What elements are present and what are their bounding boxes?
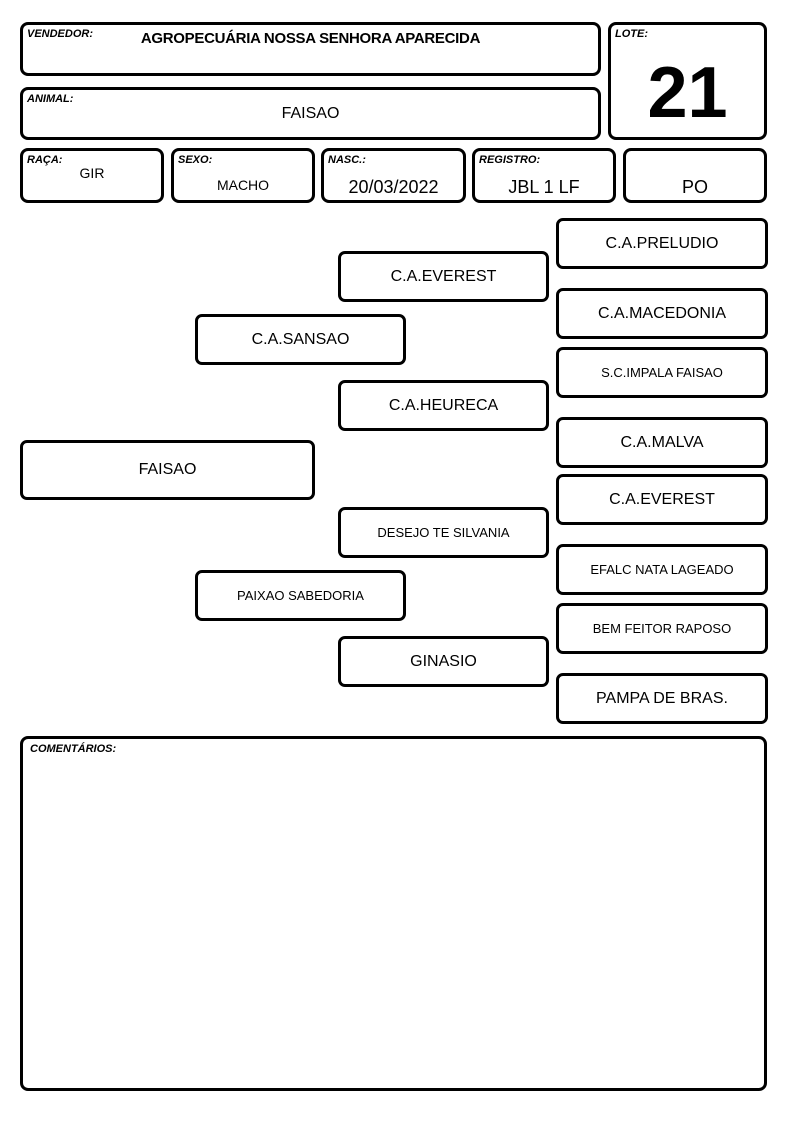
registry-type-value: PO [681, 177, 708, 197]
animal-box: ANIMAL: FAISAO [20, 87, 601, 140]
pedigree-dam: PAIXAO SABEDORIA [195, 570, 406, 621]
pedigree-sire-sire: C.A.EVEREST [338, 251, 549, 302]
birth-value: 20/03/2022 [348, 177, 439, 197]
pedigree-animal: FAISAO [20, 440, 315, 500]
pedigree-g3-3: S.C.IMPALA FAISAO [556, 347, 768, 398]
pedigree-g3-8: PAMPA DE BRAS. [556, 673, 768, 724]
pedigree-dam-dam: GINASIO [338, 636, 549, 687]
lot-number: 21 [647, 53, 728, 133]
birth-box: NASC.: 20/03/2022 [321, 148, 466, 203]
pedigree-g3-4: C.A.MALVA [556, 417, 768, 468]
registry-value: JBL 1 LF [508, 177, 580, 197]
comments-box[interactable]: COMENTÁRIOS: [20, 736, 767, 1091]
registry-type-box: PO [623, 148, 767, 203]
animal-label: ANIMAL: [27, 93, 74, 105]
lot-box: LOTE: 21 [608, 22, 767, 140]
birth-label: NASC.: [328, 154, 366, 166]
vendor-box: VENDEDOR: AGROPECUÁRIA NOSSA SENHORA APA… [20, 22, 601, 76]
breed-value: GIR [79, 165, 105, 181]
pedigree-g3-5: C.A.EVEREST [556, 474, 768, 525]
breed-label: RAÇA: [27, 154, 63, 166]
lot-label: LOTE: [615, 28, 648, 40]
pedigree-g3-2: C.A.MACEDONIA [556, 288, 768, 339]
sex-value: MACHO [216, 177, 270, 193]
pedigree-sire: C.A.SANSAO [195, 314, 406, 365]
sex-box: SEXO: MACHO [171, 148, 315, 203]
pedigree-dam-sire: DESEJO TE SILVANIA [338, 507, 549, 558]
pedigree-sire-dam: C.A.HEURECA [338, 380, 549, 431]
vendor-value: AGROPECUÁRIA NOSSA SENHORA APARECIDA [140, 30, 481, 47]
comments-label: COMENTÁRIOS: [30, 743, 117, 755]
registry-label: REGISTRO: [479, 154, 541, 166]
pedigree-g3-7: BEM FEITOR RAPOSO [556, 603, 768, 654]
pedigree-g3-1: C.A.PRELUDIO [556, 218, 768, 269]
vendor-label: VENDEDOR: [27, 28, 94, 40]
animal-value: FAISAO [281, 105, 340, 122]
pedigree-g3-6: EFALC NATA LAGEADO [556, 544, 768, 595]
breed-box: RAÇA: GIR [20, 148, 164, 203]
registry-box: REGISTRO: JBL 1 LF [472, 148, 616, 203]
sex-label: SEXO: [178, 154, 213, 166]
